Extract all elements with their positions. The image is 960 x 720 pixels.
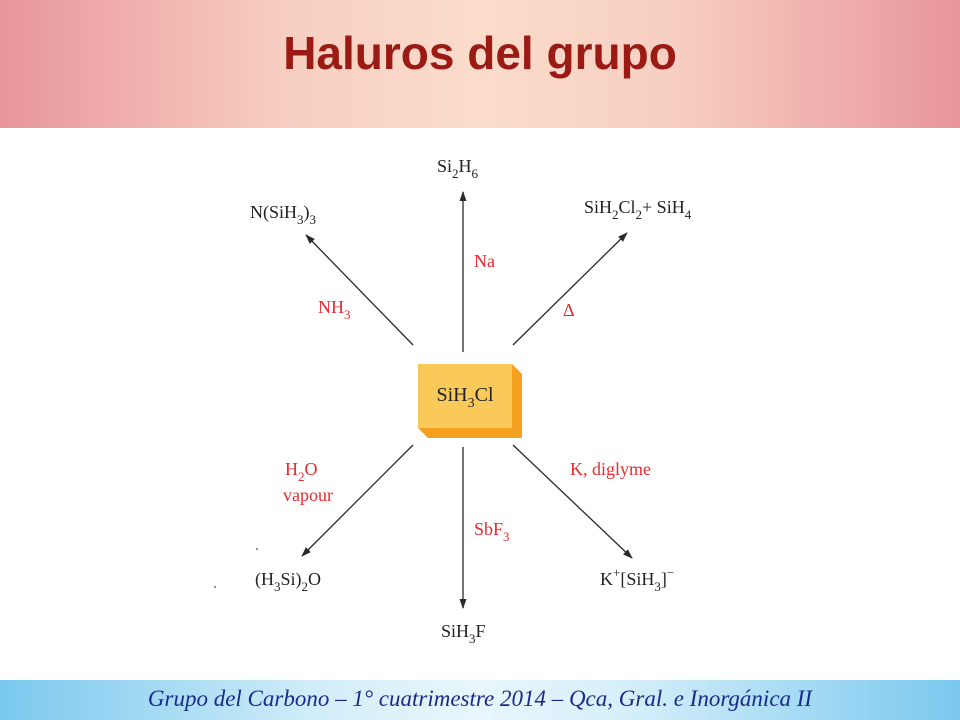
center-box: SiH3Cl <box>418 364 522 438</box>
product-n-sih3-3: N(SiH3)3 <box>250 202 316 227</box>
product-sih3f: SiH3F <box>441 621 486 646</box>
stray-dot <box>256 548 258 550</box>
reagent-h2o: H2O <box>285 459 318 484</box>
product-k-sih3: K+[SiH3]− <box>600 565 674 594</box>
product-si2h6: Si2H6 <box>437 156 479 181</box>
footer-caption: Grupo del Carbono – 1° cuatrimestre 2014… <box>147 686 813 711</box>
stray-dot <box>214 586 216 588</box>
arrow-up-right <box>512 232 628 346</box>
reagent-k-diglyme: K, diglyme <box>570 459 651 479</box>
reagent-heat: Δ <box>563 300 575 320</box>
reagent-na: Na <box>474 251 495 271</box>
product-sih2cl2-sih4: SiH2Cl2+ SiH4 <box>584 197 692 222</box>
title-banner <box>0 0 960 128</box>
reagent-nh3: NH3 <box>318 297 351 322</box>
arrow-down-right <box>512 444 633 559</box>
center-compound-label: SiH3Cl <box>436 384 493 411</box>
product-h3si2o: (H3Si)2O <box>255 569 321 594</box>
arrow-up-left <box>305 234 414 346</box>
reagent-sbf3: SbF3 <box>474 519 510 544</box>
reagent-vapour: vapour <box>283 485 333 505</box>
footer-banner <box>0 680 960 720</box>
arrow-down-left <box>301 444 414 557</box>
page-title: Haluros del grupo <box>283 27 677 79</box>
